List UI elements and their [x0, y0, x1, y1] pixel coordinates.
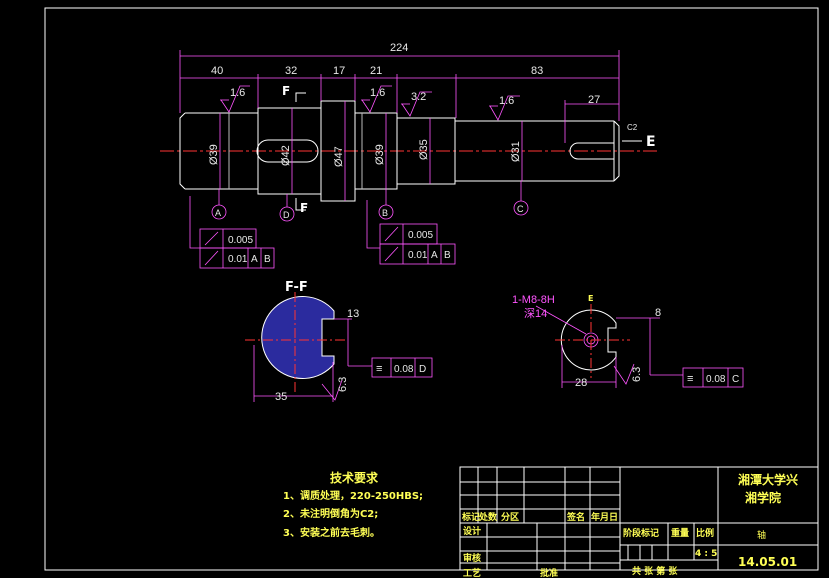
- tol-right-row2: 0.01: [408, 250, 428, 261]
- part-name: 轴: [757, 529, 766, 541]
- tol-right-ref2: B: [444, 250, 451, 261]
- section-e-title: E: [588, 294, 593, 303]
- section-e-sym-symbol: ≡: [687, 373, 693, 385]
- dim-seg4: 21: [370, 65, 382, 77]
- dim-dia4: Ø39: [374, 144, 386, 165]
- datum-b: B: [382, 208, 388, 218]
- dim-dia2: Ø42: [280, 145, 292, 166]
- drawing-number: 14.05.01: [738, 555, 797, 569]
- section-ff-depth: 13: [347, 308, 359, 320]
- tb-review: 审核: [463, 552, 481, 564]
- dim-seg2: 32: [285, 65, 297, 77]
- dim-keyway-length: 27: [588, 94, 600, 106]
- section-e-sym-value: 0.08: [706, 374, 726, 385]
- title-block: [459, 466, 819, 571]
- view-mark-e: E: [646, 134, 656, 150]
- dim-seg5: 83: [531, 65, 543, 77]
- section-ff-title: F-F: [285, 280, 308, 295]
- tb-header-date: 年月日: [591, 511, 618, 523]
- tol-right-row1: 0.005: [408, 230, 433, 241]
- dim-dia3: Ø47: [333, 146, 345, 167]
- section-ff-sym-symbol: ≡: [376, 363, 382, 375]
- section-ff-sym-ref: D: [419, 364, 426, 375]
- tol-left-row1: 0.005: [228, 235, 253, 246]
- roughness-1: 1.6: [230, 87, 245, 99]
- section-mark-f-top: F: [282, 84, 290, 98]
- tb-weight: 重量: [671, 527, 689, 539]
- tol-left-ref2: B: [264, 254, 271, 265]
- tb-scale-value: 4 : 5: [695, 549, 717, 559]
- requirements-title: 技术要求: [330, 470, 379, 485]
- section-ff-width: 35: [275, 391, 287, 403]
- tol-left-ref1: A: [251, 254, 258, 265]
- section-ff-roughness: 6.3: [337, 377, 349, 392]
- roughness-3: 3.2: [411, 91, 426, 103]
- tb-stage-mark: 阶段标记: [623, 527, 659, 539]
- section-e-thread: 1-M8-8H: [512, 294, 555, 306]
- school-name-line1: 湘潭大学兴: [738, 472, 798, 487]
- tb-header-sign: 签名: [566, 511, 585, 523]
- dim-seg1: 40: [211, 65, 223, 77]
- section-ff-view: [245, 292, 433, 402]
- technical-requirements: 技术要求 1、调质处理，220-250HBS; 2、未注明倒角为C2; 3、安装…: [283, 470, 423, 539]
- tol-right-ref1: A: [431, 250, 438, 261]
- datum-c: C: [517, 204, 524, 214]
- shaft-main-view: [160, 100, 660, 202]
- datum-d: D: [283, 210, 290, 220]
- requirement-item: 1、调质处理，220-250HBS;: [283, 489, 423, 502]
- section-mark-f-bottom: F: [300, 201, 308, 215]
- section-e-slot: 8: [655, 307, 661, 319]
- dim-seg3: 17: [333, 65, 345, 77]
- tb-header-mark: 标记: [461, 511, 480, 523]
- tb-process: 工艺: [463, 567, 481, 578]
- tb-approve: 批准: [540, 567, 558, 578]
- roughness-4: 1.6: [499, 95, 514, 107]
- dim-dia6: Ø31: [510, 141, 522, 162]
- school-name-line2: 湘学院: [745, 490, 781, 505]
- datum-markers: [211, 200, 529, 222]
- section-ff-sym-value: 0.08: [394, 364, 414, 375]
- tb-design: 设计: [463, 525, 481, 537]
- section-e-sym-ref: C: [732, 374, 739, 385]
- dim-dia1: Ø39: [208, 144, 220, 165]
- datum-a: A: [215, 208, 221, 218]
- tb-scale-label: 比例: [696, 527, 714, 539]
- dim-chamfer: C2: [627, 123, 638, 132]
- dim-overall: 224: [390, 42, 408, 54]
- requirement-item: 2、未注明倒角为C2;: [283, 507, 378, 520]
- section-arrows: [295, 92, 642, 211]
- section-e-width: 28: [575, 377, 587, 389]
- tb-header-zone: 分区: [501, 511, 519, 523]
- tol-left-row2: 0.01: [228, 254, 248, 265]
- tolerance-frame-left: [199, 228, 275, 269]
- section-e-view: [535, 304, 744, 388]
- requirement-item: 3、安装之前去毛刺。: [283, 526, 380, 539]
- tb-sheets: 共 张 第 张: [632, 565, 678, 577]
- roughness-2: 1.6: [370, 87, 385, 99]
- section-e-depth: 深14: [524, 307, 547, 320]
- drawing-border: [44, 7, 819, 571]
- dim-dia5: Ø35: [418, 139, 430, 160]
- roughness-symbols: [220, 85, 520, 121]
- tb-header-count: 处数: [478, 511, 498, 523]
- tolerance-frame-right: [379, 223, 456, 265]
- dimension-lines: [179, 50, 620, 249]
- section-e-roughness: 6.3: [631, 367, 643, 382]
